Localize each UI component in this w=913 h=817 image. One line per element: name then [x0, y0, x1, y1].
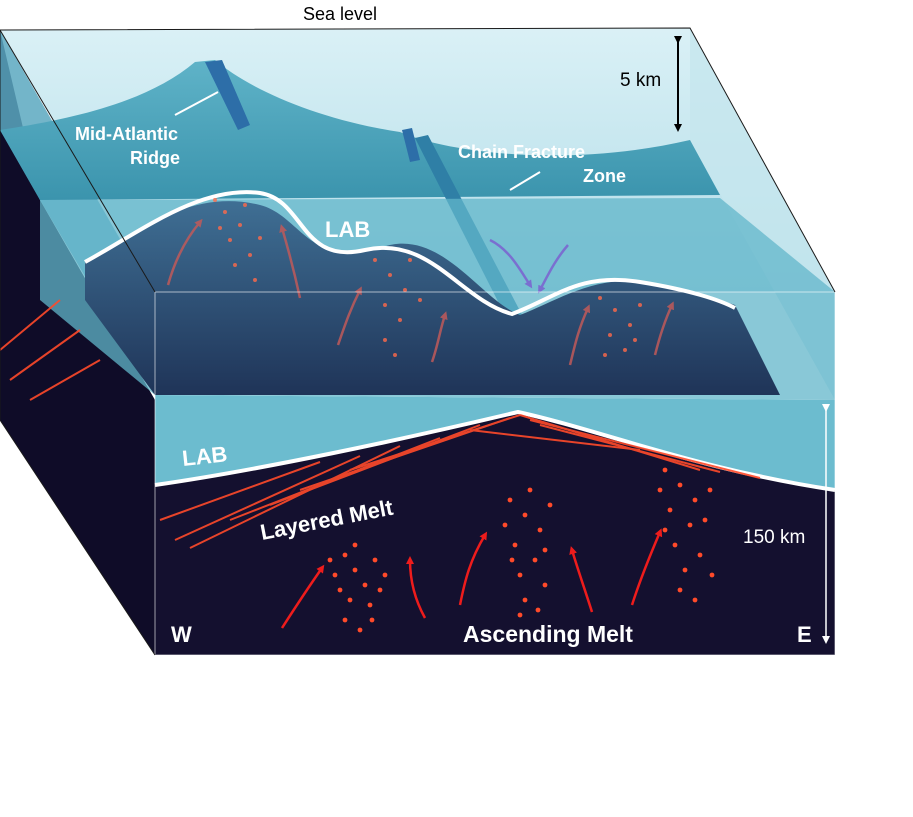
front-face-lithosphere [155, 395, 835, 490]
arrow-inner-3 [336, 286, 362, 346]
melt-cluster-east [657, 467, 715, 603]
arrow-up-5 [630, 528, 663, 606]
ridge-label-line1: Mid-Atlantic [75, 124, 178, 144]
arrow-converge-left [489, 238, 533, 289]
asthenosphere-inner-surface [85, 201, 780, 395]
fracture-label-line1: Chain Fracture [458, 142, 585, 162]
sea-level-label: Sea level [303, 4, 377, 24]
arrow-up-4 [569, 546, 594, 613]
ridge-axis-small [402, 128, 420, 162]
depth-5km-label: 5 km [620, 70, 661, 91]
fracture-leader-line [509, 171, 541, 191]
arrow-up-2 [406, 556, 427, 619]
arrow-up-1 [280, 564, 325, 629]
melt-cluster-upper-center [373, 258, 422, 357]
upper-lab-line [84, 190, 736, 317]
melt-cluster-upper-ridge [213, 198, 262, 282]
west-label: W [171, 622, 192, 647]
ascending-arrows-front [280, 528, 663, 629]
ascending-arrows-inner [166, 218, 674, 366]
lab-upper-label: LAB [325, 217, 370, 242]
arrow-inner-4 [430, 311, 448, 363]
melt-cluster-center [502, 487, 553, 618]
block-edges [0, 27, 836, 656]
arrow-inner-5 [568, 304, 590, 366]
layered-melt-streaks [0, 299, 761, 549]
arrow-converge-right [538, 244, 569, 294]
converging-arrows [489, 238, 569, 294]
arrow-up-3 [458, 531, 488, 606]
melt-cluster-west [327, 542, 388, 633]
arrow-inner-6 [653, 301, 674, 356]
melt-cluster-upper-east [598, 296, 642, 357]
ridge-label-line2: Ridge [130, 148, 180, 168]
fracture-label-line2: Zone [583, 166, 626, 186]
arrow-inner-1 [166, 218, 203, 286]
ascending-melt-label: Ascending Melt [463, 621, 633, 647]
east-label: E [797, 622, 812, 647]
depth-150km-label: 150 km [743, 527, 805, 548]
seafloor-surface [0, 60, 720, 200]
front-face-outline [154, 291, 836, 656]
block-left-face [0, 30, 155, 655]
lab-lower-label: LAB [181, 441, 229, 471]
ridge-leader-line [174, 91, 219, 116]
mid-atlantic-ridge-axis [205, 60, 250, 130]
